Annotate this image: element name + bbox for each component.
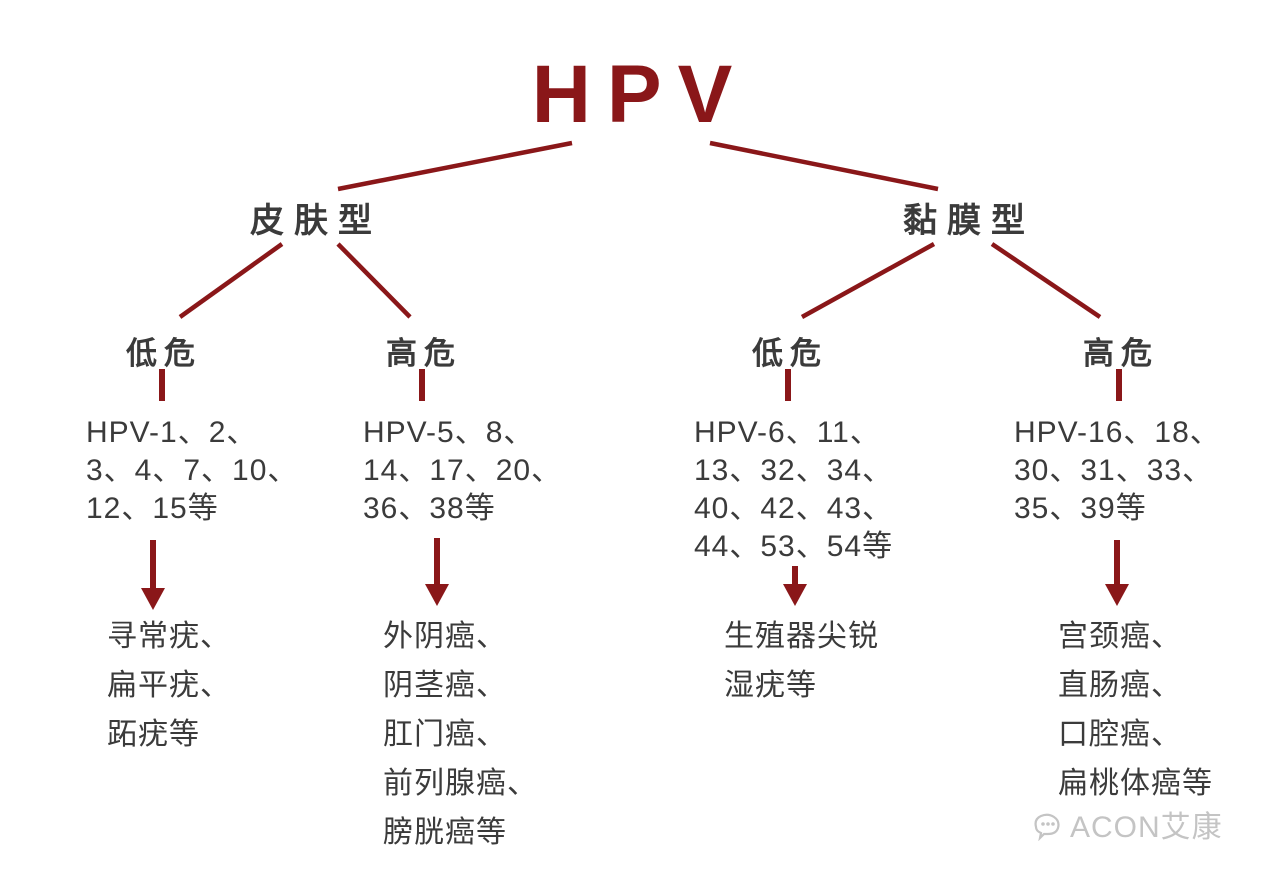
type-list-mucosal-low: HPV-6、11、 13、32、34、 40、42、43、 44、53、54等	[694, 416, 894, 563]
arrow-skin-low	[141, 540, 165, 610]
outcome-list-skin-high: 外阴癌、 阴茎癌、 肛门癌、 前列腺癌、 膀胱癌等	[383, 620, 538, 849]
type-list-skin-high: HPV-5、8、 14、17、20、 36、38等	[363, 416, 563, 525]
branch-line-skin-high	[336, 242, 412, 319]
arrow-skin-high	[425, 538, 449, 606]
watermark: ACON艾康	[1030, 802, 1223, 846]
branch-line-mucosal-low	[800, 242, 936, 319]
acon-logo-icon	[1034, 813, 1060, 841]
branch-line-skin-low	[178, 242, 284, 319]
outcome-list-mucosal-high: 宫颈癌、 直肠癌、 口腔癌、 扁桃体癌等	[1058, 620, 1213, 800]
risk-label-skin-low: 低危	[126, 336, 202, 371]
branch-label-mucosal-type: 黏膜型	[903, 202, 1035, 240]
risk-label-mucosal-low: 低危	[752, 336, 828, 371]
branch-label-skin-type: 皮肤型	[250, 202, 382, 240]
risk-label-skin-high: 高危	[386, 336, 462, 371]
risk-label-mucosal-high: 高危	[1083, 336, 1159, 371]
arrow-mucosal-high	[1105, 540, 1129, 606]
type-list-mucosal-high: HPV-16、18、 30、31、33、 35、39等	[1014, 416, 1221, 525]
branch-line-hpv-mucosal	[709, 140, 939, 192]
type-list-skin-low: HPV-1、2、 3、4、7、10、 12、15等	[86, 416, 299, 525]
outcome-list-skin-low: 寻常疣、 扁平疣、 跖疣等	[107, 620, 231, 751]
outcome-list-mucosal-low: 生殖器尖锐 湿疣等	[724, 620, 879, 702]
diagram-title: HPV	[531, 49, 749, 140]
arrow-mucosal-low	[783, 566, 807, 606]
branch-line-hpv-skin	[337, 140, 573, 192]
branch-line-mucosal-high	[990, 242, 1102, 319]
watermark-brand-text: ACON艾康	[1070, 811, 1223, 844]
